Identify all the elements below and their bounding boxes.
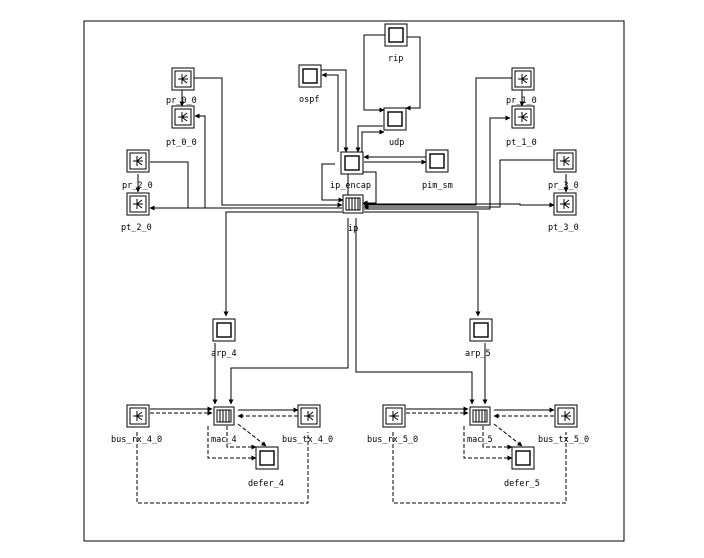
pt-2-0-node[interactable]	[126, 192, 150, 216]
pt-3-0-node[interactable]	[553, 192, 577, 216]
connections	[135, 34, 569, 504]
pr-3-0-label: pr_3_0	[548, 181, 579, 191]
mac-5-label: mac_5	[467, 435, 493, 445]
ospf-label: ospf	[299, 95, 319, 105]
ip-node[interactable]	[342, 194, 364, 214]
defer-4-label: defer_4	[248, 479, 284, 489]
defer-4-node[interactable]	[255, 446, 279, 470]
mac-4-node[interactable]	[213, 406, 235, 426]
pr-0-0-node[interactable]	[171, 67, 195, 91]
rip-label: rip	[388, 54, 403, 64]
pim-sm-label: pim_sm	[422, 181, 453, 191]
pt-2-0-label: pt_2_0	[121, 223, 152, 233]
rip-node[interactable]	[384, 23, 408, 47]
bus-rx-5-0-node[interactable]	[382, 404, 406, 428]
arp-5-node[interactable]	[469, 318, 493, 342]
mac-5-node[interactable]	[469, 406, 491, 426]
defer-5-node[interactable]	[511, 446, 535, 470]
bus-tx-5-0-node[interactable]	[554, 404, 578, 428]
ip-encap-label: ip_encap	[330, 181, 371, 191]
bus-tx-5-0-label: bus_tx_5_0	[538, 435, 589, 445]
bus-rx-4-0-node[interactable]	[126, 404, 150, 428]
arp-4-label: arp_4	[211, 349, 237, 359]
bus-tx-4-0-node[interactable]	[297, 404, 321, 428]
ip-label: ip	[348, 224, 358, 234]
pim-sm-node[interactable]	[425, 149, 449, 173]
pt-0-0-node[interactable]	[171, 105, 195, 129]
pt-1-0-node[interactable]	[511, 105, 535, 129]
pt-1-0-label: pt_1_0	[506, 138, 537, 148]
pr-1-0-label: pr_1_0	[506, 96, 537, 106]
ospf-node[interactable]	[298, 64, 322, 88]
arp-4-node[interactable]	[212, 318, 236, 342]
bus-rx-5-0-label: bus_rx_5_0	[367, 435, 418, 445]
diagram-frame	[83, 20, 625, 542]
pt-3-0-label: pt_3_0	[548, 223, 579, 233]
udp-node[interactable]	[383, 107, 407, 131]
pt-0-0-label: pt_0_0	[166, 138, 197, 148]
bus-tx-4-0-label: bus_tx_4_0	[282, 435, 333, 445]
bus-rx-4-0-label: bus_rx_4_0	[111, 435, 162, 445]
udp-label: udp	[389, 138, 404, 148]
ip-encap-node[interactable]	[340, 151, 364, 175]
arp-5-label: arp_5	[465, 349, 491, 359]
pr-1-0-node[interactable]	[511, 67, 535, 91]
mac-4-label: mac_4	[211, 435, 237, 445]
defer-5-label: defer_5	[504, 479, 540, 489]
pr-0-0-label: pr_0_0	[166, 96, 197, 106]
pr-3-0-node[interactable]	[553, 149, 577, 173]
pr-2-0-label: pr_2_0	[122, 181, 153, 191]
pr-2-0-node[interactable]	[126, 149, 150, 173]
